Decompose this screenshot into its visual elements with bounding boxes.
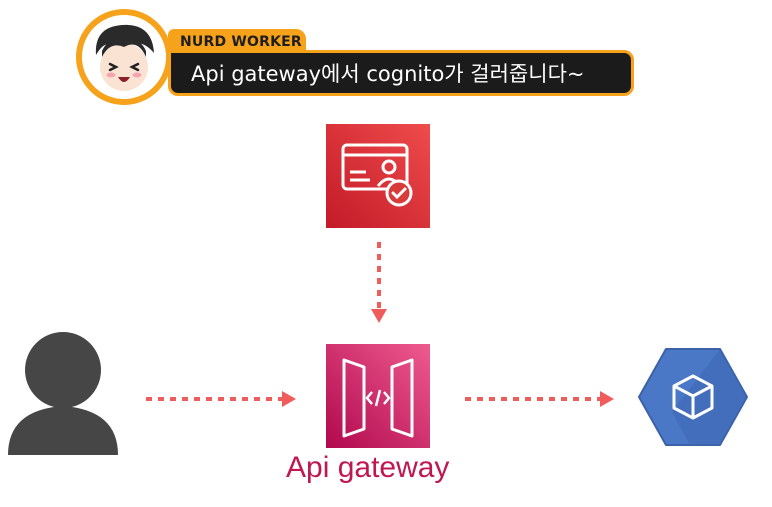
cognito-id-card-icon [326, 124, 430, 228]
compute-engine-hexagon-icon [638, 348, 748, 446]
arrow-user-to-api-gateway [146, 391, 296, 407]
api-gateway-icon [326, 344, 430, 448]
cartoon-face-icon [82, 15, 166, 99]
avatar [76, 9, 172, 105]
speech-bubble-message: Api gateway에서 cognito가 걸러줍니다~ [168, 50, 634, 96]
arrow-api-gateway-to-backend [465, 391, 614, 407]
arrow-cognito-to-api-gateway [371, 242, 387, 323]
user-silhouette-icon [8, 332, 118, 455]
api-gateway-label: Api gateway [286, 451, 450, 484]
